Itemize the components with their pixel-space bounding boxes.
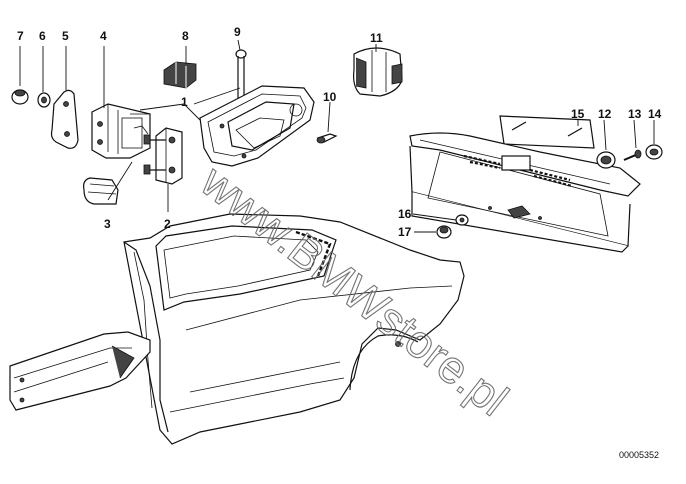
part-13-screw bbox=[623, 149, 642, 161]
callout-6: 6 bbox=[39, 29, 46, 43]
part-10-pin bbox=[316, 133, 338, 144]
callout-2: 2 bbox=[164, 217, 171, 231]
rear-panel bbox=[409, 132, 641, 253]
part-12-grommet bbox=[596, 151, 616, 169]
part-7-nut bbox=[11, 89, 29, 105]
callout-7: 7 bbox=[17, 29, 24, 43]
leader-lines bbox=[19, 39, 655, 233]
callout-14: 14 bbox=[648, 107, 662, 121]
callout-3: 3 bbox=[104, 217, 111, 231]
sill-rail bbox=[9, 331, 151, 411]
callout-15: 15 bbox=[571, 107, 585, 121]
callout-9: 9 bbox=[234, 25, 241, 39]
part-4-hinge-bracket bbox=[91, 103, 151, 159]
callout-17: 17 bbox=[398, 225, 412, 239]
diagram-number: 00005352 bbox=[619, 450, 659, 460]
part-15-plate bbox=[499, 115, 595, 149]
part-16-washer bbox=[455, 214, 469, 226]
callout-labels: 7 6 5 4 8 9 1 10 11 15 12 13 14 2 3 16 1… bbox=[17, 25, 662, 239]
callout-13: 13 bbox=[628, 107, 642, 121]
callout-1: 1 bbox=[181, 95, 188, 109]
part-5-plate bbox=[50, 89, 79, 149]
part-8-block bbox=[163, 61, 197, 89]
part-11-grommet bbox=[353, 47, 403, 97]
part-3-clip bbox=[83, 177, 119, 205]
callout-12: 12 bbox=[598, 107, 612, 121]
callout-10: 10 bbox=[323, 90, 337, 104]
callout-5: 5 bbox=[62, 29, 69, 43]
callout-4: 4 bbox=[100, 29, 107, 43]
part-17-nut bbox=[436, 225, 452, 239]
part-2-bracket-plate bbox=[143, 127, 183, 185]
callout-11: 11 bbox=[370, 31, 383, 45]
callout-8: 8 bbox=[182, 29, 189, 43]
part-1-filler-housing bbox=[199, 85, 315, 167]
callout-16: 16 bbox=[398, 207, 412, 221]
part-14-nut bbox=[645, 144, 663, 160]
part-6-washer bbox=[37, 92, 51, 108]
quarter-panel bbox=[123, 213, 465, 445]
